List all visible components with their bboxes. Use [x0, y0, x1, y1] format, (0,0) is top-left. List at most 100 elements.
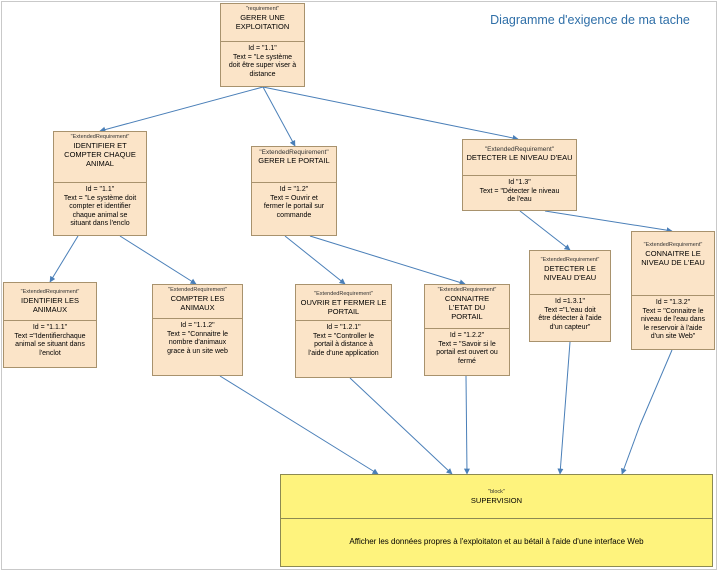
block-name: SUPERVISION: [470, 496, 523, 505]
requirement-name: DETECTER LE NIVEAU D'EAU: [466, 153, 573, 162]
link-root-r13: [262, 86, 519, 141]
requirement-text: Text = "Connaitre le: [166, 330, 229, 338]
requirement-text: le reservoir à l'aide: [643, 324, 703, 332]
requirement-text: animal se situant dans: [15, 341, 85, 348]
diagram-title: Diagramme d'exigence de ma tache: [490, 13, 690, 27]
requirement-text: chaque animal se: [72, 211, 128, 219]
requirement-id: Id = "1.1.1": [32, 324, 68, 331]
requirement-text: compter et identifier: [69, 203, 131, 210]
requirement-text: commande: [276, 211, 312, 219]
stereotype-label: "ExtendedRequirement": [540, 257, 600, 263]
requirement-name: GERER LE PORTAIL: [258, 156, 330, 165]
requirement-text: fermer le portail sur: [263, 203, 325, 210]
link-r122-sup: [463, 375, 470, 475]
requirement-name: L'ETAT DU: [448, 303, 486, 312]
requirement-text: d'un capteur": [549, 323, 591, 331]
requirement-text: grace à un site web: [167, 347, 228, 355]
requirement-name: PORTAIL: [327, 307, 360, 316]
requirement-id: Id =1.3.1": [555, 298, 585, 305]
requirement-gerer-exploitation[interactable]: "requirement" GERER UNE EXPLOITATION Id …: [220, 3, 305, 87]
requirement-connaitre-etat-portail[interactable]: "ExtendedRequirement" CONNAITRE L'ETAT D…: [424, 284, 510, 376]
requirement-text: distance: [249, 70, 276, 78]
requirement-name: COMPTER LES: [170, 294, 225, 303]
requirement-text: fermé: [458, 357, 476, 365]
requirement-text: être détecter à l'aide: [538, 315, 602, 322]
requirement-name: EXPLOITATION: [235, 22, 290, 31]
stereotype-label: "ExtendedRequirement": [437, 287, 497, 293]
link-root-r11: [99, 86, 264, 133]
requirement-id: Id = "1.1": [85, 186, 115, 193]
requirement-text: Text = Ouvrir et: [270, 194, 318, 202]
requirement-text: portail est ouvert ou: [436, 349, 498, 356]
requirement-name: COMPTER CHAQUE: [64, 150, 136, 159]
requirement-text: d'un site Web": [650, 333, 696, 340]
requirement-text: Text = "Connaitre le: [642, 307, 704, 315]
requirement-name: NIVEAU D'EAU: [543, 273, 597, 282]
requirement-id: Id = "1.2.1": [326, 324, 361, 331]
requirement-text: de l'eau: [507, 196, 532, 203]
link-r11-r111: [49, 235, 79, 283]
block-description: Afficher les données propres à l'exploit…: [349, 537, 644, 546]
requirement-detecter-niveau-eau[interactable]: "ExtendedRequirement" DETECTER LE NIVEAU…: [462, 139, 577, 211]
requirement-id: Id = "1.1.2": [180, 322, 215, 329]
requirement-detecter-niveau[interactable]: "ExtendedRequirement" DETECTER LE NIVEAU…: [529, 250, 611, 342]
requirement-text: niveau de l'eau dans: [641, 316, 705, 323]
requirement-name: IDENTIFIER LES: [21, 296, 79, 305]
requirement-name: ANIMAUX: [180, 303, 215, 312]
requirement-id: Id = "1.3.2": [655, 299, 691, 306]
stereotype-label: "ExtendedRequirement": [70, 134, 130, 140]
requirement-text: doit être super viser à: [228, 62, 297, 69]
link-r131-sup: [557, 341, 571, 475]
link-r132-sup-arrow: [621, 424, 641, 475]
stereotype-label: "ExtendedRequirement": [20, 289, 80, 295]
requirement-identifier-animaux[interactable]: "ExtendedRequirement" IDENTIFIER LES ANI…: [3, 282, 97, 368]
requirement-id: Id "1.3": [508, 179, 531, 186]
requirement-gerer-portail[interactable]: "ExtendedRequirement" GERER LE PORTAIL I…: [251, 146, 337, 236]
link-r121-sup: [349, 377, 453, 475]
stereotype-label: "requirement": [245, 6, 280, 12]
requirement-compter-animaux[interactable]: "ExtendedRequirement" COMPTER LES ANIMAU…: [152, 284, 243, 376]
link-r132-sup: [639, 349, 673, 426]
link-r13-r132: [544, 210, 673, 234]
requirement-text: Text = "Controller le: [312, 332, 375, 340]
block-supervision[interactable]: "block" SUPERVISION Afficher les données…: [280, 474, 713, 567]
stereotype-label: "ExtendedRequirement": [168, 287, 227, 293]
requirement-id: Id = "1.1": [248, 45, 277, 52]
requirement-text: l'aide d'une application: [308, 349, 379, 357]
requirement-text: Text = "Le système: [232, 53, 293, 61]
requirement-name: OUVRIR ET FERMER LE: [300, 298, 387, 307]
requirement-name: CONNAITRE: [444, 294, 490, 303]
requirement-text: situant dans l'enclo: [70, 220, 130, 227]
requirement-connaitre-niveau-eau[interactable]: "ExtendedRequirement" CONNAITRE LE NIVEA…: [631, 231, 715, 350]
stereotype-label: "ExtendedRequirement": [259, 149, 329, 156]
requirement-text: Text = "Savoir si le: [438, 340, 496, 348]
stereotype-label: "ExtendedRequirement": [484, 146, 555, 153]
requirement-text: l'enclot: [39, 349, 61, 357]
requirement-name: CONNAITRE LE: [645, 249, 701, 258]
stereotype-label: "ExtendedRequirement": [643, 242, 703, 248]
requirement-name: IDENTIFIER ET: [73, 141, 127, 150]
requirement-text: Text = "Le système doit: [63, 194, 137, 202]
link-r12-r122: [309, 235, 466, 286]
stereotype-label: "block": [488, 489, 505, 495]
link-root-r12: [262, 86, 296, 147]
requirement-text: Text = "Détecter le niveau: [479, 187, 560, 195]
requirement-name: GERER UNE: [240, 13, 285, 22]
requirement-text: Text ="L'eau doit: [544, 306, 596, 314]
requirement-name: PORTAIL: [451, 312, 483, 321]
requirement-name: ANIMAUX: [32, 305, 68, 314]
requirement-id: Id = "1.2.2": [449, 332, 485, 339]
requirement-id: Id = "1.2": [279, 186, 309, 193]
link-r12-r121: [284, 235, 346, 285]
requirement-ouvrir-fermer-portail[interactable]: "ExtendedRequirement" OUVRIR ET FERMER L…: [295, 284, 392, 378]
link-r11-r112: [119, 235, 197, 285]
requirement-identifier-compter[interactable]: "ExtendedRequirement" IDENTIFIER ET COMP…: [53, 131, 147, 236]
stereotype-label: "ExtendedRequirement": [314, 291, 373, 297]
requirement-name: NIVEAU DE L'EAU: [641, 258, 705, 267]
requirement-name: DETECTER LE: [544, 264, 596, 273]
requirement-text: portail à distance à: [314, 341, 373, 348]
link-r13-r131: [519, 210, 571, 251]
